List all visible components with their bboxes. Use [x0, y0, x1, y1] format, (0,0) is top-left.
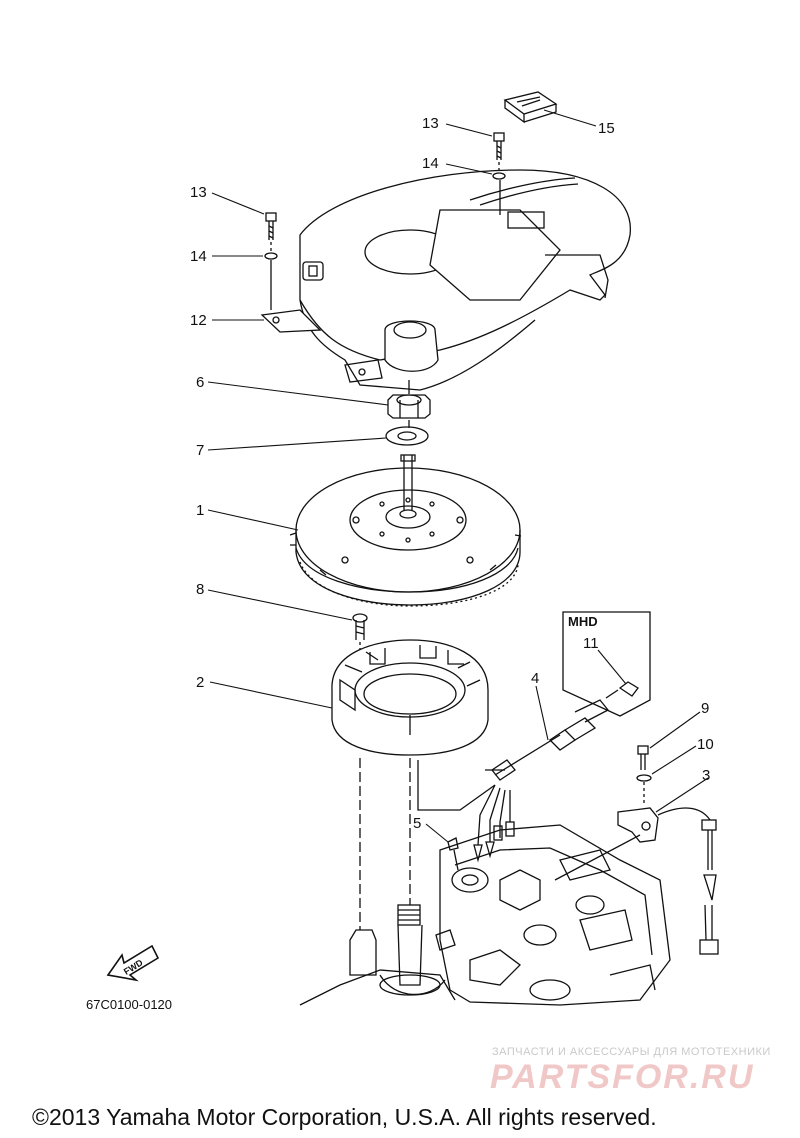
- engine-block-part: [299, 824, 671, 1006]
- washer-part: [636, 774, 652, 782]
- watermark-tagline: ЗАПЧАСТИ И АКСЕССУАРЫ ДЛЯ МОТОТЕХНИКИ: [492, 1046, 771, 1058]
- callout-11: 11: [583, 635, 599, 652]
- washer-part: [264, 252, 278, 260]
- fwd-arrow-icon: [106, 944, 160, 982]
- stator-assembly-part: [331, 639, 489, 756]
- washer-part: [492, 172, 506, 180]
- flywheel-cover-part: [260, 169, 631, 391]
- callout-13-top: 13: [422, 115, 439, 132]
- callout-8: 8: [196, 581, 205, 598]
- callout-10: 10: [697, 736, 714, 753]
- grommet-cap-part: [503, 91, 558, 124]
- bolt-part: [637, 745, 649, 770]
- callout-15: 15: [598, 120, 615, 137]
- mhd-label: MHD: [568, 614, 598, 629]
- callout-12: 12: [190, 312, 207, 329]
- callout-5: 5: [413, 815, 422, 832]
- watermark-brand: PARTSFOR.RU: [490, 1058, 755, 1096]
- callout-3: 3: [702, 767, 711, 784]
- callout-9: 9: [701, 700, 710, 717]
- bolt-part: [265, 212, 277, 240]
- pulser-coil-part: [617, 807, 719, 955]
- callout-2: 2: [196, 674, 205, 691]
- crankshaft-part: [379, 904, 441, 996]
- callout-13-left: 13: [190, 184, 207, 201]
- flywheel-rotor-part: [289, 454, 522, 607]
- diagram-code: 67C0100-0120: [86, 997, 173, 1012]
- callout-14-left: 14: [190, 248, 207, 265]
- callout-1: 1: [196, 502, 205, 519]
- fwd-label: FWD: [122, 957, 145, 977]
- copyright-notice: ©2013 Yamaha Motor Corporation, U.S.A. A…: [32, 1104, 657, 1130]
- plain-washer-part: [385, 426, 429, 446]
- flywheel-nut-part: [387, 394, 431, 419]
- wire-harness-part: [417, 699, 610, 863]
- callout-14-top: 14: [422, 155, 439, 172]
- mhd-detail-box: [562, 611, 651, 717]
- callout-4: 4: [531, 670, 540, 687]
- bolt-part: [493, 132, 505, 160]
- callout-6: 6: [196, 374, 205, 391]
- callout-7: 7: [196, 442, 205, 459]
